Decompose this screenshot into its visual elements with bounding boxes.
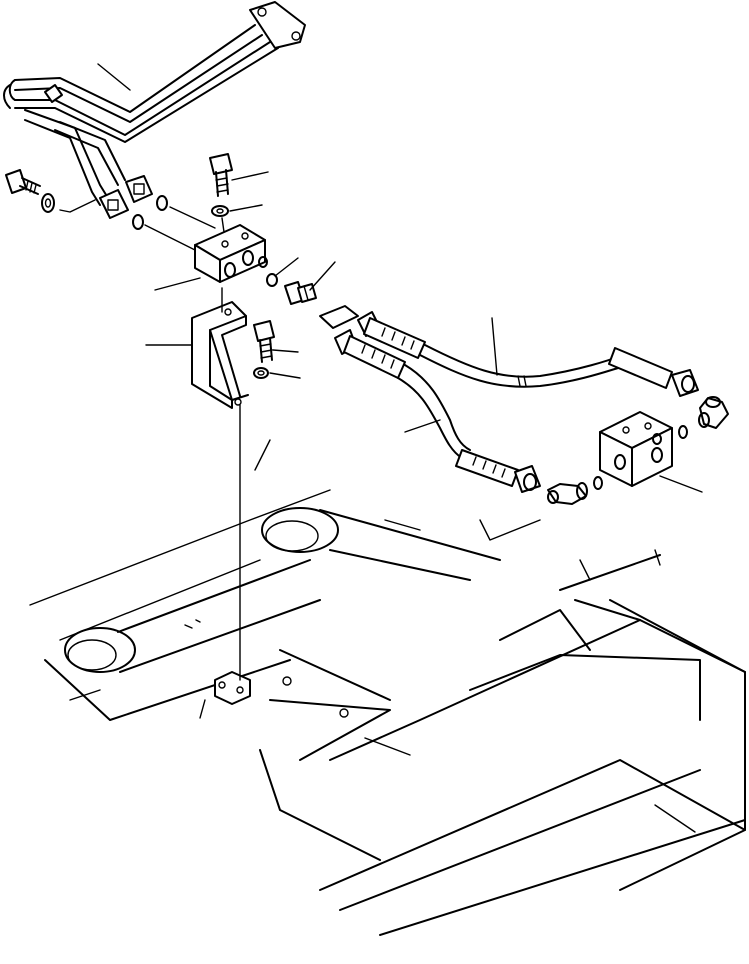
bracket-bolt bbox=[253, 320, 275, 363]
callout-leaders bbox=[69, 63, 703, 833]
hose-upper-sleeve bbox=[319, 305, 359, 329]
callout-leader-top-washer bbox=[229, 204, 263, 212]
callout-leader-frame-left bbox=[69, 689, 101, 701]
o-ring-5 bbox=[593, 476, 603, 490]
top-washer bbox=[211, 205, 229, 217]
left-bolt-leader bbox=[59, 199, 96, 213]
callout-leader-bracket-washer bbox=[269, 372, 301, 379]
callout-leader-top-bolt bbox=[231, 171, 269, 181]
callout-leader-o-ring bbox=[274, 257, 299, 277]
callout-leader-hose-upper bbox=[491, 317, 498, 376]
o-ring-3 bbox=[266, 273, 278, 287]
callout-leader-bracket-bolt bbox=[272, 349, 299, 353]
hose-upper bbox=[357, 311, 699, 397]
mounting-pad bbox=[214, 671, 251, 705]
callout-leader-tube-assembly bbox=[97, 63, 131, 91]
adapter-fitting bbox=[284, 281, 317, 305]
tube-assembly bbox=[3, 1, 306, 219]
bracket bbox=[191, 301, 249, 409]
elbow-fitting-upper bbox=[698, 396, 729, 429]
callout-leader-pad bbox=[199, 699, 206, 719]
o-ring-1 bbox=[132, 214, 144, 230]
callout-leader-frame bbox=[654, 804, 696, 833]
bracket-washer bbox=[253, 367, 269, 379]
left-washer-hole bbox=[44, 198, 52, 208]
elbow-fitting-lower bbox=[547, 482, 588, 505]
manifold-block bbox=[194, 224, 266, 283]
top-bolt-axis bbox=[221, 217, 225, 233]
o-ring-leader-2 bbox=[169, 206, 216, 229]
o-ring-4 bbox=[258, 256, 268, 268]
left-bolt bbox=[5, 169, 41, 195]
left-washer bbox=[41, 193, 55, 213]
callout-leader-valve-block bbox=[659, 475, 703, 493]
valve-block bbox=[599, 411, 673, 487]
hose-lower bbox=[334, 329, 541, 493]
callout-leader-manifold-block bbox=[154, 277, 201, 291]
frame bbox=[29, 439, 746, 936]
o-ring-6 bbox=[678, 425, 688, 439]
callout-leader-adapter bbox=[309, 261, 336, 291]
bracket-washer-hole bbox=[257, 370, 265, 376]
top-bolt bbox=[209, 153, 233, 197]
o-ring-2 bbox=[156, 195, 168, 211]
callout-leader-frame-front bbox=[364, 737, 411, 756]
callout-leader-hose-lower bbox=[404, 419, 441, 433]
top-washer-hole bbox=[216, 208, 224, 214]
o-ring-leader-1 bbox=[144, 224, 196, 251]
